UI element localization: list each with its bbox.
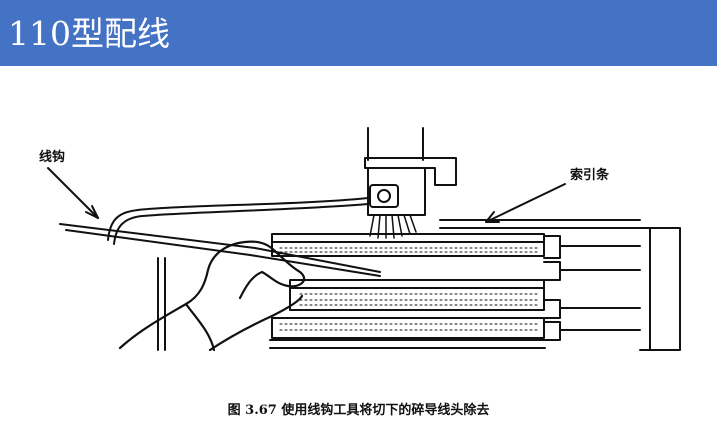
right-frame [639, 227, 681, 351]
block-row-3 [271, 317, 545, 339]
block-lower-frame [269, 339, 546, 349]
index-strip-label: 索引条 [570, 168, 610, 183]
upper-frame [439, 219, 641, 229]
hook-label-arrow [47, 167, 99, 219]
hook-label: 线钩 [39, 150, 66, 165]
figure-caption: 图 3.67 使用线钩工具将切下的碎导线头除去 [227, 403, 490, 418]
tool-head [367, 167, 426, 216]
hook-tool-shaft [59, 223, 381, 273]
tool-knob [369, 184, 399, 208]
tool-post [367, 127, 424, 161]
block-row-2 [289, 279, 545, 311]
tool-knob-center [377, 189, 391, 203]
left-frame [157, 257, 166, 351]
tool-bristles [369, 214, 417, 239]
index-label-arrow [485, 183, 566, 223]
slide-header-bar: 110型配线 [0, 0, 717, 66]
hook-wire-inner [113, 203, 369, 245]
hand-outline [118, 240, 306, 352]
hook-label-arrowhead [85, 205, 99, 219]
hook-wire [107, 197, 369, 241]
slide-title: 110型配线 [8, 14, 170, 53]
block-row-1 [271, 233, 545, 257]
wiring-illustration [47, 127, 681, 352]
block-texture [279, 247, 541, 331]
tool-bracket [364, 157, 457, 186]
right-connectors [543, 235, 641, 341]
hook-tool-shaft-lower [65, 229, 381, 277]
